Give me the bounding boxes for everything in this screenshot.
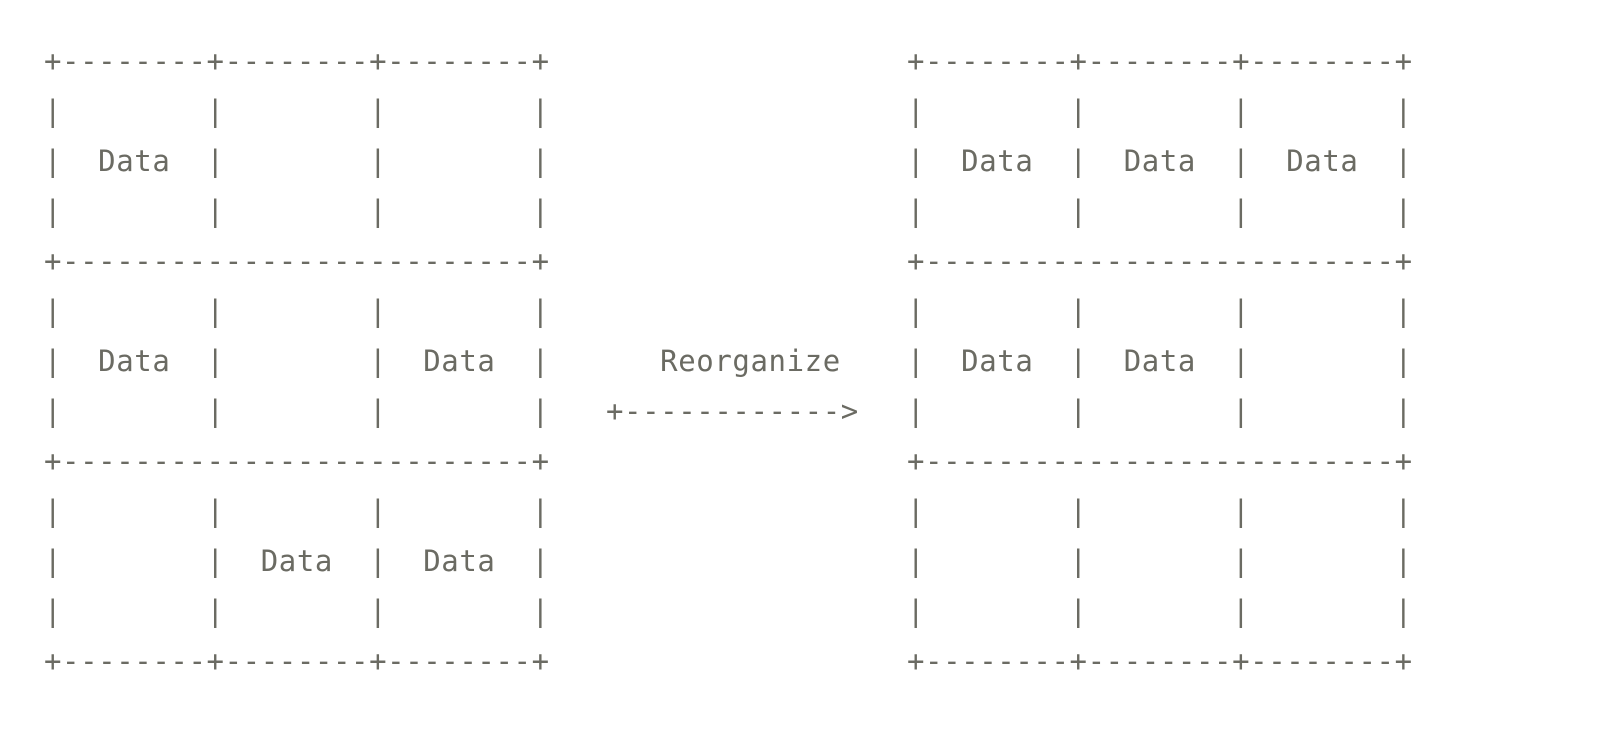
after-grid-line: +--------+--------+--------+ <box>907 44 1413 78</box>
before-grid-line: | | | | <box>44 594 550 628</box>
arrow-line <box>606 236 859 286</box>
after-grid: +--------+--------+--------+ | | | | | Dat… <box>907 36 1413 686</box>
after-grid-line: +--------------------------+ <box>907 244 1413 278</box>
before-grid: +--------+--------+--------+ | | | | | Dat… <box>44 36 550 686</box>
before-grid-line: | | | | <box>44 194 550 228</box>
before-grid-line: +--------+--------+--------+ <box>44 644 550 678</box>
after-grid-line: | | | | <box>907 594 1413 628</box>
arrow-shaft: +------------> <box>606 394 859 428</box>
after-grid-line: | | | | <box>907 294 1413 328</box>
arrow-line <box>606 586 859 636</box>
arrow-line <box>606 636 859 686</box>
before-grid-line: | Data | | | <box>44 144 550 178</box>
before-grid-line: | | Data | Data | <box>44 544 550 578</box>
after-grid-line: | | | | <box>907 544 1413 578</box>
before-grid-line: | | | | <box>44 294 550 328</box>
reorganize-label: Reorganize <box>606 344 841 378</box>
after-grid-line: +--------+--------+--------+ <box>907 644 1413 678</box>
before-grid-line: +--------------------------+ <box>44 444 550 478</box>
arrow-line <box>606 186 859 236</box>
after-grid-line: | Data | Data | | <box>907 344 1413 378</box>
arrow-line <box>606 436 859 486</box>
reorganize-arrow: Reorganize +------------> <box>606 36 859 686</box>
before-grid-line: | | | | <box>44 94 550 128</box>
arrow-line <box>606 536 859 586</box>
arrow-line <box>606 86 859 136</box>
after-grid-line: | Data | Data | Data | <box>907 144 1413 178</box>
before-grid-line: | | | | <box>44 394 550 428</box>
after-grid-line: | | | | <box>907 494 1413 528</box>
before-grid-line: | Data | | Data | <box>44 344 550 378</box>
after-grid-line: | | | | <box>907 394 1413 428</box>
after-grid-line: | | | | <box>907 194 1413 228</box>
arrow-line <box>606 136 859 186</box>
after-grid-line: +--------------------------+ <box>907 444 1413 478</box>
arrow-line <box>606 486 859 536</box>
before-grid-line: | | | | <box>44 494 550 528</box>
arrow-line <box>606 286 859 336</box>
before-grid-line: +--------+--------+--------+ <box>44 44 550 78</box>
after-grid-line: | | | | <box>907 94 1413 128</box>
arrow-line <box>606 36 859 86</box>
before-grid-line: +--------------------------+ <box>44 244 550 278</box>
